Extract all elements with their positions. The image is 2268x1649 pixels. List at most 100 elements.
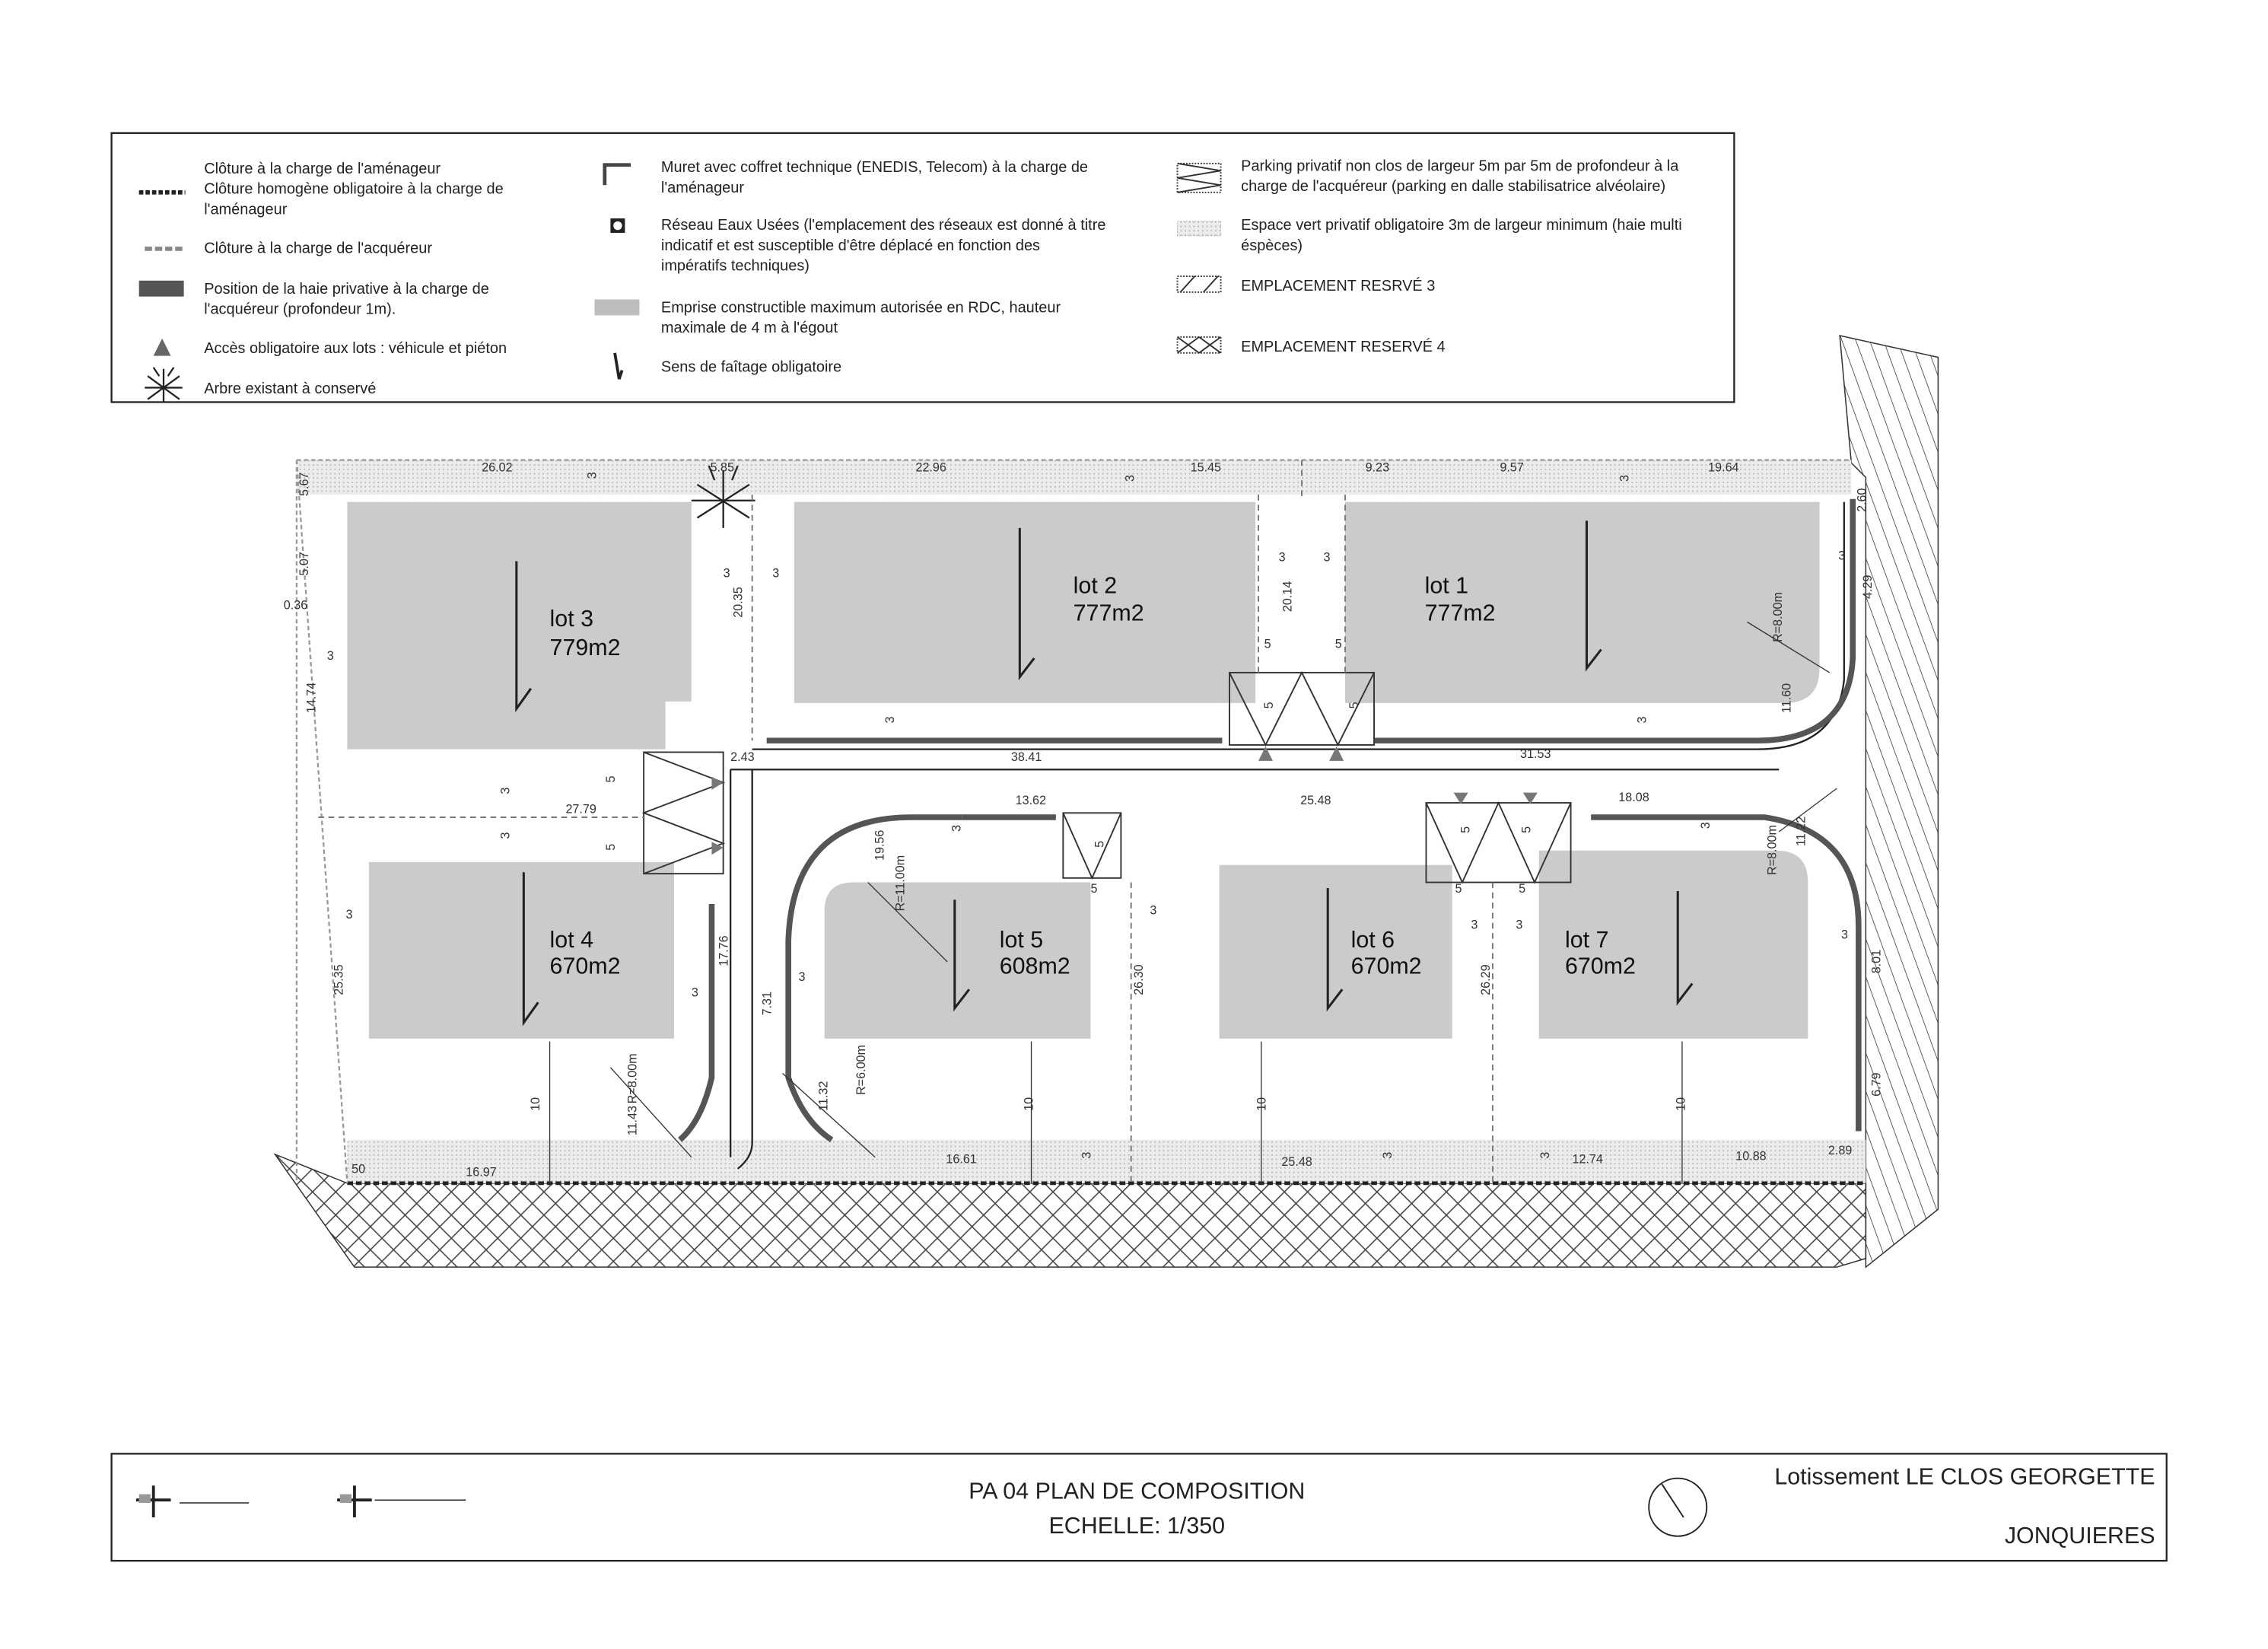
legend-left-item-3-line-1: l'acquéreur (profondeur 1m). xyxy=(204,301,396,317)
dimension-label: 5 xyxy=(1093,841,1107,848)
legend-middle-item-1-line-1: indicatif et est susceptible d'être dépl… xyxy=(661,237,1040,254)
lot-5-area: 608m2 xyxy=(1000,953,1070,979)
lot-3-name: lot 3 xyxy=(550,606,593,632)
dimension-label: 25.35 xyxy=(332,964,346,995)
title-block: PA 04 PLAN DE COMPOSITION ECHELLE: 1/350… xyxy=(110,1453,2168,1562)
access-triangle-icon xyxy=(711,842,724,855)
dimension-label: 12.74 xyxy=(1572,1152,1602,1166)
dimension-label: 18.08 xyxy=(1618,791,1649,804)
access-triangle-icon xyxy=(711,776,724,790)
dimension-label: 5.85 xyxy=(711,461,734,475)
dimension-label: 5 xyxy=(604,775,618,782)
green-space-icon xyxy=(1177,221,1222,237)
dimension-label: 3 xyxy=(772,566,779,580)
legend-left-item-1-line-0: Clôture homogène obligatoire à la charge… xyxy=(204,181,503,198)
reserved-3-icon xyxy=(1176,275,1222,293)
dimension-label: 3 xyxy=(1471,918,1478,931)
dimension-label: 0.36 xyxy=(284,598,307,612)
buildable-lot-7 xyxy=(1538,850,1808,1039)
lot-1-area: 777m2 xyxy=(1425,600,1496,626)
legend-left-item-2-line-0: Clôture à la charge de l'acquéreur xyxy=(204,240,432,257)
legend-middle-item-1-line-0: Réseau Eaux Usées (l'emplacement des rés… xyxy=(661,217,1106,234)
ridge-direction-icon xyxy=(522,872,539,1027)
lot-boundaries xyxy=(318,460,1493,1183)
dimension-label: 19.56 xyxy=(873,830,887,861)
fence-boundary xyxy=(295,459,1852,1183)
dimension-label: 5 xyxy=(1264,638,1271,651)
road xyxy=(730,501,1845,1170)
ridge-direction-icon xyxy=(515,561,533,713)
dimension-label: 3 xyxy=(1080,1152,1093,1159)
lot-6-area: 670m2 xyxy=(1351,953,1422,979)
dimension-label: 5.67 xyxy=(297,473,311,496)
buildable-lot-6 xyxy=(1219,864,1452,1039)
buildable-lot-1 xyxy=(1345,501,1820,703)
dimension-label: 14.74 xyxy=(305,683,319,713)
access-triangle-icon xyxy=(1453,792,1468,804)
sewer-icon xyxy=(610,218,625,234)
dimension-label: 2.60 xyxy=(1855,488,1869,511)
dimension-label: 9.23 xyxy=(1366,461,1389,475)
ridge-direction-icon xyxy=(613,352,624,380)
dimension-label: R=8.00m xyxy=(1765,825,1779,875)
dimension-label: 27.79 xyxy=(565,802,596,816)
dimension-label: 3 xyxy=(1150,903,1156,917)
dimension-label: 50 xyxy=(351,1163,365,1176)
dimension-label: 11.32 xyxy=(817,1081,831,1111)
legend-left-item-1-line-1: l'aménageur xyxy=(204,201,287,218)
lot-3-area: 779m2 xyxy=(550,635,621,661)
dimension-label: 3 xyxy=(498,832,512,839)
private-hedge-icon xyxy=(138,280,184,297)
lot-5-name: lot 5 xyxy=(1000,927,1043,953)
dimension-label: 20.14 xyxy=(1281,581,1295,612)
dimension-label: 5 xyxy=(1335,638,1342,651)
dimension-label: 8.01 xyxy=(1869,950,1883,973)
town-name: JONQUIERES xyxy=(2005,1523,2155,1549)
legend-right-item-1-line-1: éspèces) xyxy=(1241,237,1303,254)
dimension-label: 5 xyxy=(1519,882,1525,896)
dimension-label: 3 xyxy=(724,566,730,580)
dimension-label: 11.22 xyxy=(1795,817,1808,846)
reserved-4-icon xyxy=(1176,336,1222,354)
parking-icon xyxy=(1176,162,1222,193)
ridge-direction-icon xyxy=(1018,527,1035,681)
dimension-label: 2.89 xyxy=(1828,1144,1852,1157)
dimension-label: 10 xyxy=(529,1097,542,1111)
dimension-label: 10 xyxy=(1675,1097,1688,1111)
tree-icon xyxy=(145,367,183,403)
dimension-label: 26.29 xyxy=(1479,964,1493,995)
dimension-label: 3 xyxy=(950,825,963,832)
legend-left-item-4-line-0: Accès obligatoire aux lots : véhicule et… xyxy=(204,340,507,357)
dimension-label: 22.96 xyxy=(915,461,946,475)
plan-scale: ECHELLE: 1/350 xyxy=(1049,1513,1226,1539)
dimension-label: 5 xyxy=(1455,882,1462,896)
site-plan: lot 3 779m2 lot 2 777m2 lot 1 777m2 lot … xyxy=(273,335,1939,1269)
dimension-label: 25.48 xyxy=(1300,794,1331,807)
ridge-direction-icon xyxy=(1676,890,1694,1006)
dimension-label: 26.02 xyxy=(482,461,512,475)
ridge-direction-icon xyxy=(1585,520,1602,672)
ridge-direction-icon xyxy=(1326,888,1344,1012)
lot-6-name: lot 6 xyxy=(1351,927,1395,953)
legend-right-item-2-line-0: EMPLACEMENT RESRVÉ 3 xyxy=(1241,277,1435,294)
legend-middle-item-3-line-0: Sens de faîtage obligatoire xyxy=(661,359,841,376)
dimension-label: 20.35 xyxy=(731,587,745,617)
legend-middle-item-0-line-0: Muret avec coffret technique (ENEDIS, Te… xyxy=(661,159,1088,176)
dimension-label: 10 xyxy=(1022,1097,1035,1111)
legend-middle-item-1-line-2: impératifs techniques) xyxy=(661,257,810,274)
dimension-label: 5 xyxy=(1090,882,1097,896)
ridge-direction-icon xyxy=(953,899,971,1012)
dimension-label: 4.29 xyxy=(1861,575,1875,599)
lot-7-area: 670m2 xyxy=(1565,953,1636,979)
dimension-label: 3 xyxy=(346,908,353,922)
dimension-label: 5 xyxy=(1347,702,1361,708)
dimension-label: 3 xyxy=(1279,551,1286,565)
dimension-label: 3 xyxy=(327,649,334,663)
dimension-label: 6.79 xyxy=(1869,1072,1883,1096)
buildable-lot-4 xyxy=(368,861,675,1039)
legend-middle-item-2-line-0: Emprise constructible maximum autorisée … xyxy=(661,300,1061,317)
dimension-label: 3 xyxy=(1618,475,1632,482)
buildable-area-icon xyxy=(594,299,640,316)
